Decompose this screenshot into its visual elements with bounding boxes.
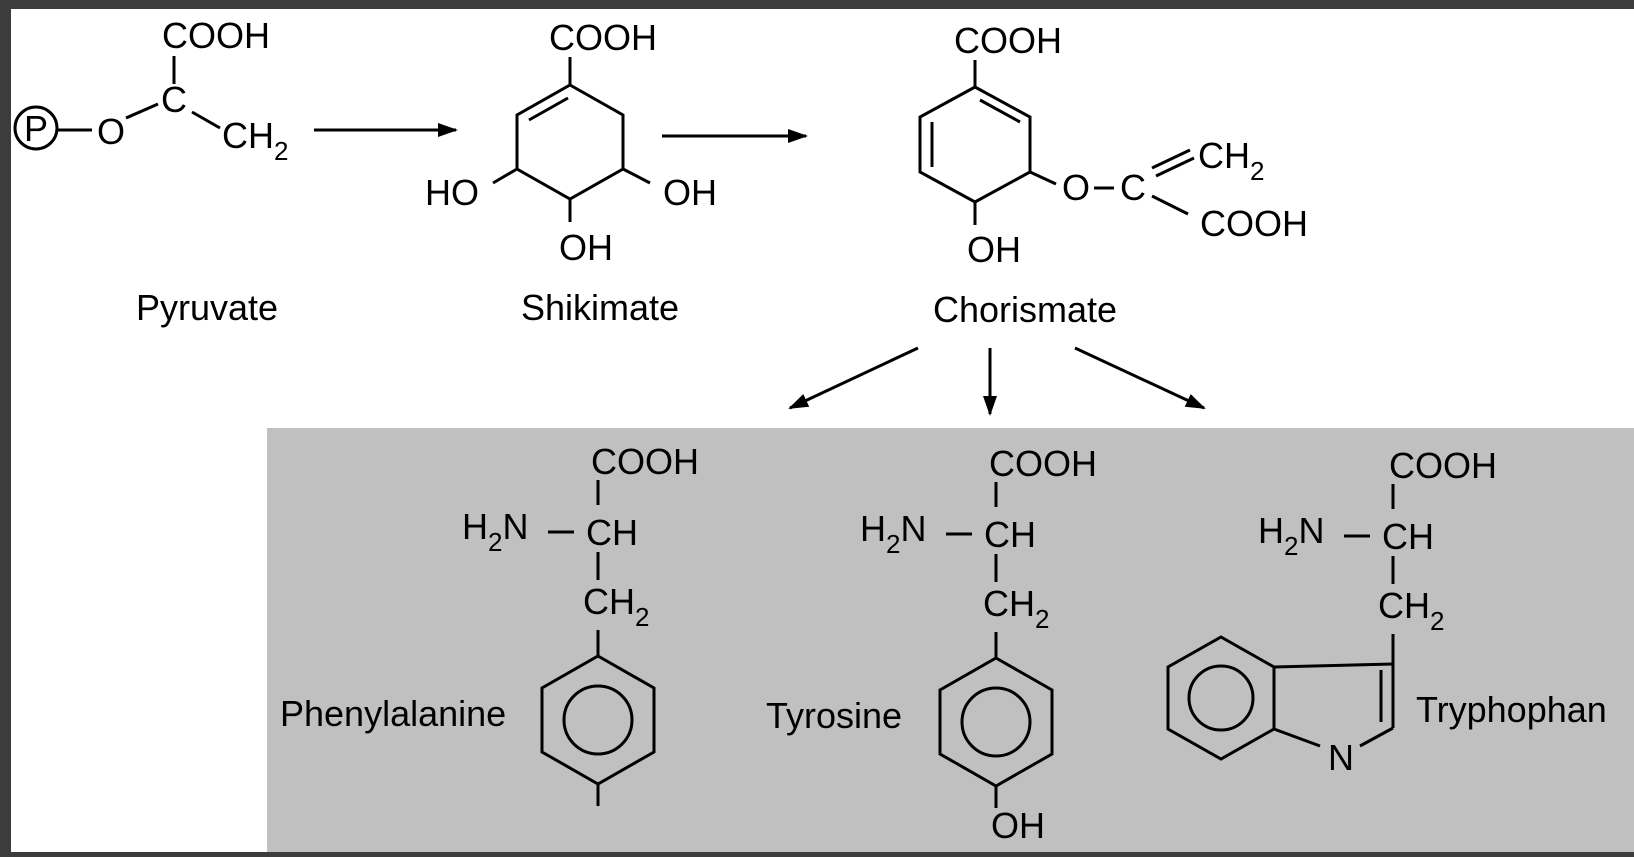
- shikimate-oh-right-bond: [622, 167, 651, 185]
- amino-acid-box: [267, 428, 1634, 852]
- ch-text: CH: [583, 581, 635, 622]
- shikimate-label: Shikimate: [521, 287, 679, 328]
- chorismate-ring-o-bond: [1029, 170, 1057, 186]
- subscript-2: 2: [1035, 604, 1049, 634]
- tyrosine-label: Tyrosine: [766, 695, 902, 736]
- shikimate-cooh: COOH: [549, 17, 657, 58]
- phenylalanine-structure: COOH H2N CH CH2 Phenylalanine: [280, 441, 699, 806]
- chorismate-c-cooh-bond: [1151, 194, 1189, 216]
- trp-aromatic-circle: [1187, 664, 1255, 732]
- tyrosine-structure: COOH H2N CH CH2 OH Tyrosine: [766, 443, 1097, 846]
- tyr-aromatic-circle: [960, 686, 1032, 758]
- phe-cooh: COOH: [591, 441, 699, 482]
- subscript-2: 2: [1284, 531, 1298, 561]
- n-text: N: [502, 506, 528, 547]
- pyruvate-ch2: CH2: [222, 115, 288, 166]
- tyr-oh: OH: [991, 805, 1045, 846]
- h-text: H: [860, 508, 886, 549]
- chorismate-structure: COOH OH O C CH2 COOH Chorismate: [918, 20, 1308, 330]
- trp-indole-n: N: [1328, 737, 1354, 778]
- shikimate-oh-right: OH: [663, 172, 717, 213]
- chorismate-oh: OH: [967, 229, 1021, 270]
- chorismate-side-cooh: COOH: [1200, 203, 1308, 244]
- shikimate-structure: COOH HO OH OH Shikimate: [425, 17, 717, 328]
- trp-c3-c3a-bond: [1273, 662, 1394, 669]
- chorismate-vinyl-c: C: [1120, 167, 1146, 208]
- chorismate-c-ch2-double-bond-a: [1151, 148, 1191, 170]
- subscript-2: 2: [635, 602, 649, 632]
- pyruvate-o: O: [97, 111, 125, 152]
- chorismate-ch2: CH2: [1198, 135, 1264, 186]
- shikimate-ho: HO: [425, 172, 479, 213]
- tryptophan-structure: COOH H2N CH CH2 N Tryphophan: [1166, 445, 1607, 778]
- h-text: H: [1258, 510, 1284, 551]
- subscript-2: 2: [488, 527, 502, 557]
- phe-ch2: CH2: [583, 581, 649, 632]
- phe-h2n: H2N: [462, 506, 528, 557]
- pyruvate-label: Pyruvate: [136, 287, 278, 328]
- pyruvate-cooh: COOH: [162, 15, 270, 56]
- subscript-2: 2: [1250, 156, 1264, 186]
- trp-cooh: COOH: [1389, 445, 1497, 486]
- trp-h2n: H2N: [1258, 510, 1324, 561]
- chorismate-c-ch2-double-bond-b: [1155, 156, 1195, 178]
- tyr-cooh: COOH: [989, 443, 1097, 484]
- phosphate-label: P: [24, 108, 48, 149]
- chorismate-ether-o: O: [1062, 167, 1090, 208]
- shikimate-double-bond: [528, 96, 569, 122]
- shikimate-oh-bottom: OH: [559, 227, 613, 268]
- subscript-2: 2: [1430, 606, 1444, 636]
- chorismate-double-bond-a: [979, 98, 1021, 124]
- subscript-2: 2: [886, 529, 900, 559]
- pyruvate-c: C: [161, 79, 187, 120]
- ch-text: CH: [1378, 585, 1430, 626]
- trp-ch: CH: [1382, 516, 1434, 557]
- subscript-2: 2: [274, 136, 288, 166]
- chorismate-label: Chorismate: [933, 289, 1117, 330]
- phenylalanine-label: Phenylalanine: [280, 693, 506, 734]
- o-c-bond: [125, 102, 159, 120]
- phe-ch: CH: [586, 512, 638, 553]
- tryptophan-label: Tryphophan: [1416, 689, 1607, 730]
- ch-text: CH: [222, 115, 274, 156]
- c-ch2-bond: [191, 110, 221, 130]
- pyruvate-structure: P O C COOH CH2 Pyruvate: [13, 15, 288, 328]
- arrow-to-phenylalanine: [788, 346, 919, 410]
- n-text: N: [1298, 510, 1324, 551]
- n-text: N: [900, 508, 926, 549]
- h-text: H: [462, 506, 488, 547]
- trp-ch2: CH2: [1378, 585, 1444, 636]
- ch-text: CH: [1198, 135, 1250, 176]
- tyr-ch: CH: [984, 514, 1036, 555]
- tyr-ch2: CH2: [983, 583, 1049, 634]
- ch-text: CH: [983, 583, 1035, 624]
- phe-aromatic-circle: [562, 684, 634, 756]
- tyr-h2n: H2N: [860, 508, 926, 559]
- trp-c7a-n-bond: [1273, 727, 1321, 748]
- phosphate-circle: [13, 105, 59, 151]
- chorismate-cooh: COOH: [954, 20, 1062, 61]
- shikimate-ho-bond: [492, 167, 518, 185]
- arrow-to-tryptophan: [1074, 346, 1206, 410]
- trp-c2-n-bond: [1359, 726, 1394, 748]
